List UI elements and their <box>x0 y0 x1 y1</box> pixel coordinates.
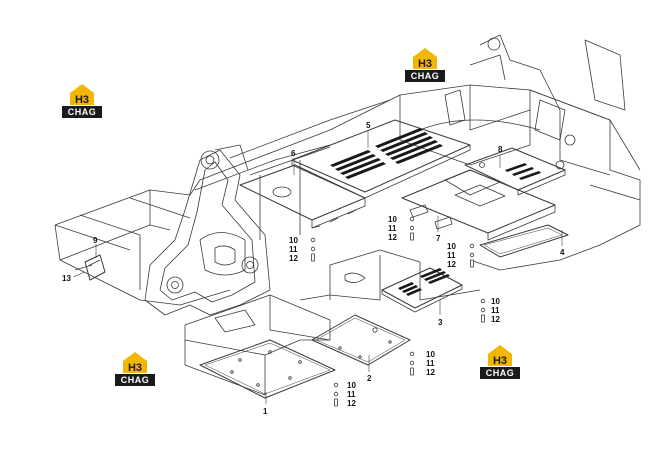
callout-11: 11 <box>347 390 356 399</box>
callout-12: 12 <box>347 399 356 408</box>
callout-6: 6 <box>291 149 296 158</box>
part-1-bottom-cover <box>199 339 336 399</box>
callout-10: 10 <box>491 297 500 306</box>
watermark-logo: H3 CHAG <box>62 82 102 118</box>
house-logo-icon: H3 <box>123 352 147 374</box>
callout-5: 5 <box>366 121 371 130</box>
callout-10: 10 <box>289 236 298 245</box>
part-6-cover-plate <box>239 164 366 229</box>
part-3-vented-cover <box>381 267 463 313</box>
callout-12: 12 <box>426 368 435 377</box>
callout-10: 10 <box>347 381 356 390</box>
watermark-text: CHAG <box>62 106 102 118</box>
fastener-stack-b <box>409 216 415 241</box>
part-9-bracket <box>74 254 106 281</box>
fasteners <box>310 216 486 407</box>
callout-11: 11 <box>491 306 500 315</box>
front-block <box>184 294 331 396</box>
callout-12: 12 <box>447 260 456 269</box>
fastener-callouts: 10 11 12 10 11 12 10 11 12 10 11 12 10 1… <box>289 215 500 408</box>
leader-lines <box>72 130 563 404</box>
fastener-stack-a <box>310 237 316 262</box>
svg-text:H3: H3 <box>75 94 89 106</box>
callout-8: 8 <box>498 145 503 154</box>
watermark-logo: H3 CHAG <box>115 350 155 386</box>
fastener-stack-d <box>480 298 486 323</box>
watermark-logo: H3 CHAG <box>405 46 445 82</box>
svg-text:H3: H3 <box>493 355 507 367</box>
callout-11: 11 <box>426 359 435 368</box>
part-4-side-cover <box>479 224 569 258</box>
part-callouts: 5 6 8 7 4 3 2 1 9 13 <box>62 121 565 416</box>
fastener-stack-f <box>333 382 339 407</box>
fastener-stack-e <box>409 351 415 376</box>
callout-11: 11 <box>388 224 397 233</box>
house-logo-icon: H3 <box>488 345 512 367</box>
callout-2: 2 <box>367 374 372 383</box>
part-5-engine-cover <box>291 119 471 199</box>
part-7-8-floor-plates <box>401 147 566 241</box>
watermark-text: CHAG <box>405 70 445 82</box>
watermark-logo: H3 CHAG <box>480 343 520 379</box>
callout-13: 13 <box>62 274 71 283</box>
callout-10: 10 <box>447 242 456 251</box>
callout-12: 12 <box>388 233 397 242</box>
part-2-cover-plate <box>311 314 411 366</box>
house-logo-icon: H3 <box>70 84 94 106</box>
callout-12: 12 <box>491 315 500 324</box>
callout-7: 7 <box>436 234 441 243</box>
callout-9: 9 <box>93 236 98 245</box>
boom-mount <box>144 144 271 316</box>
machine-frame <box>54 34 641 306</box>
callout-12: 12 <box>289 254 298 263</box>
callout-10: 10 <box>388 215 397 224</box>
svg-text:H3: H3 <box>128 362 142 374</box>
callout-4: 4 <box>560 248 565 257</box>
fastener-stack-c <box>469 243 475 268</box>
watermark-text: CHAG <box>480 367 520 379</box>
house-logo-icon: H3 <box>413 48 437 70</box>
callout-11: 11 <box>289 245 298 254</box>
callout-3: 3 <box>438 318 443 327</box>
callout-10: 10 <box>426 350 435 359</box>
callout-11: 11 <box>447 251 456 260</box>
svg-text:H3: H3 <box>418 58 432 70</box>
callout-1: 1 <box>263 407 268 416</box>
watermark-text: CHAG <box>115 374 155 386</box>
